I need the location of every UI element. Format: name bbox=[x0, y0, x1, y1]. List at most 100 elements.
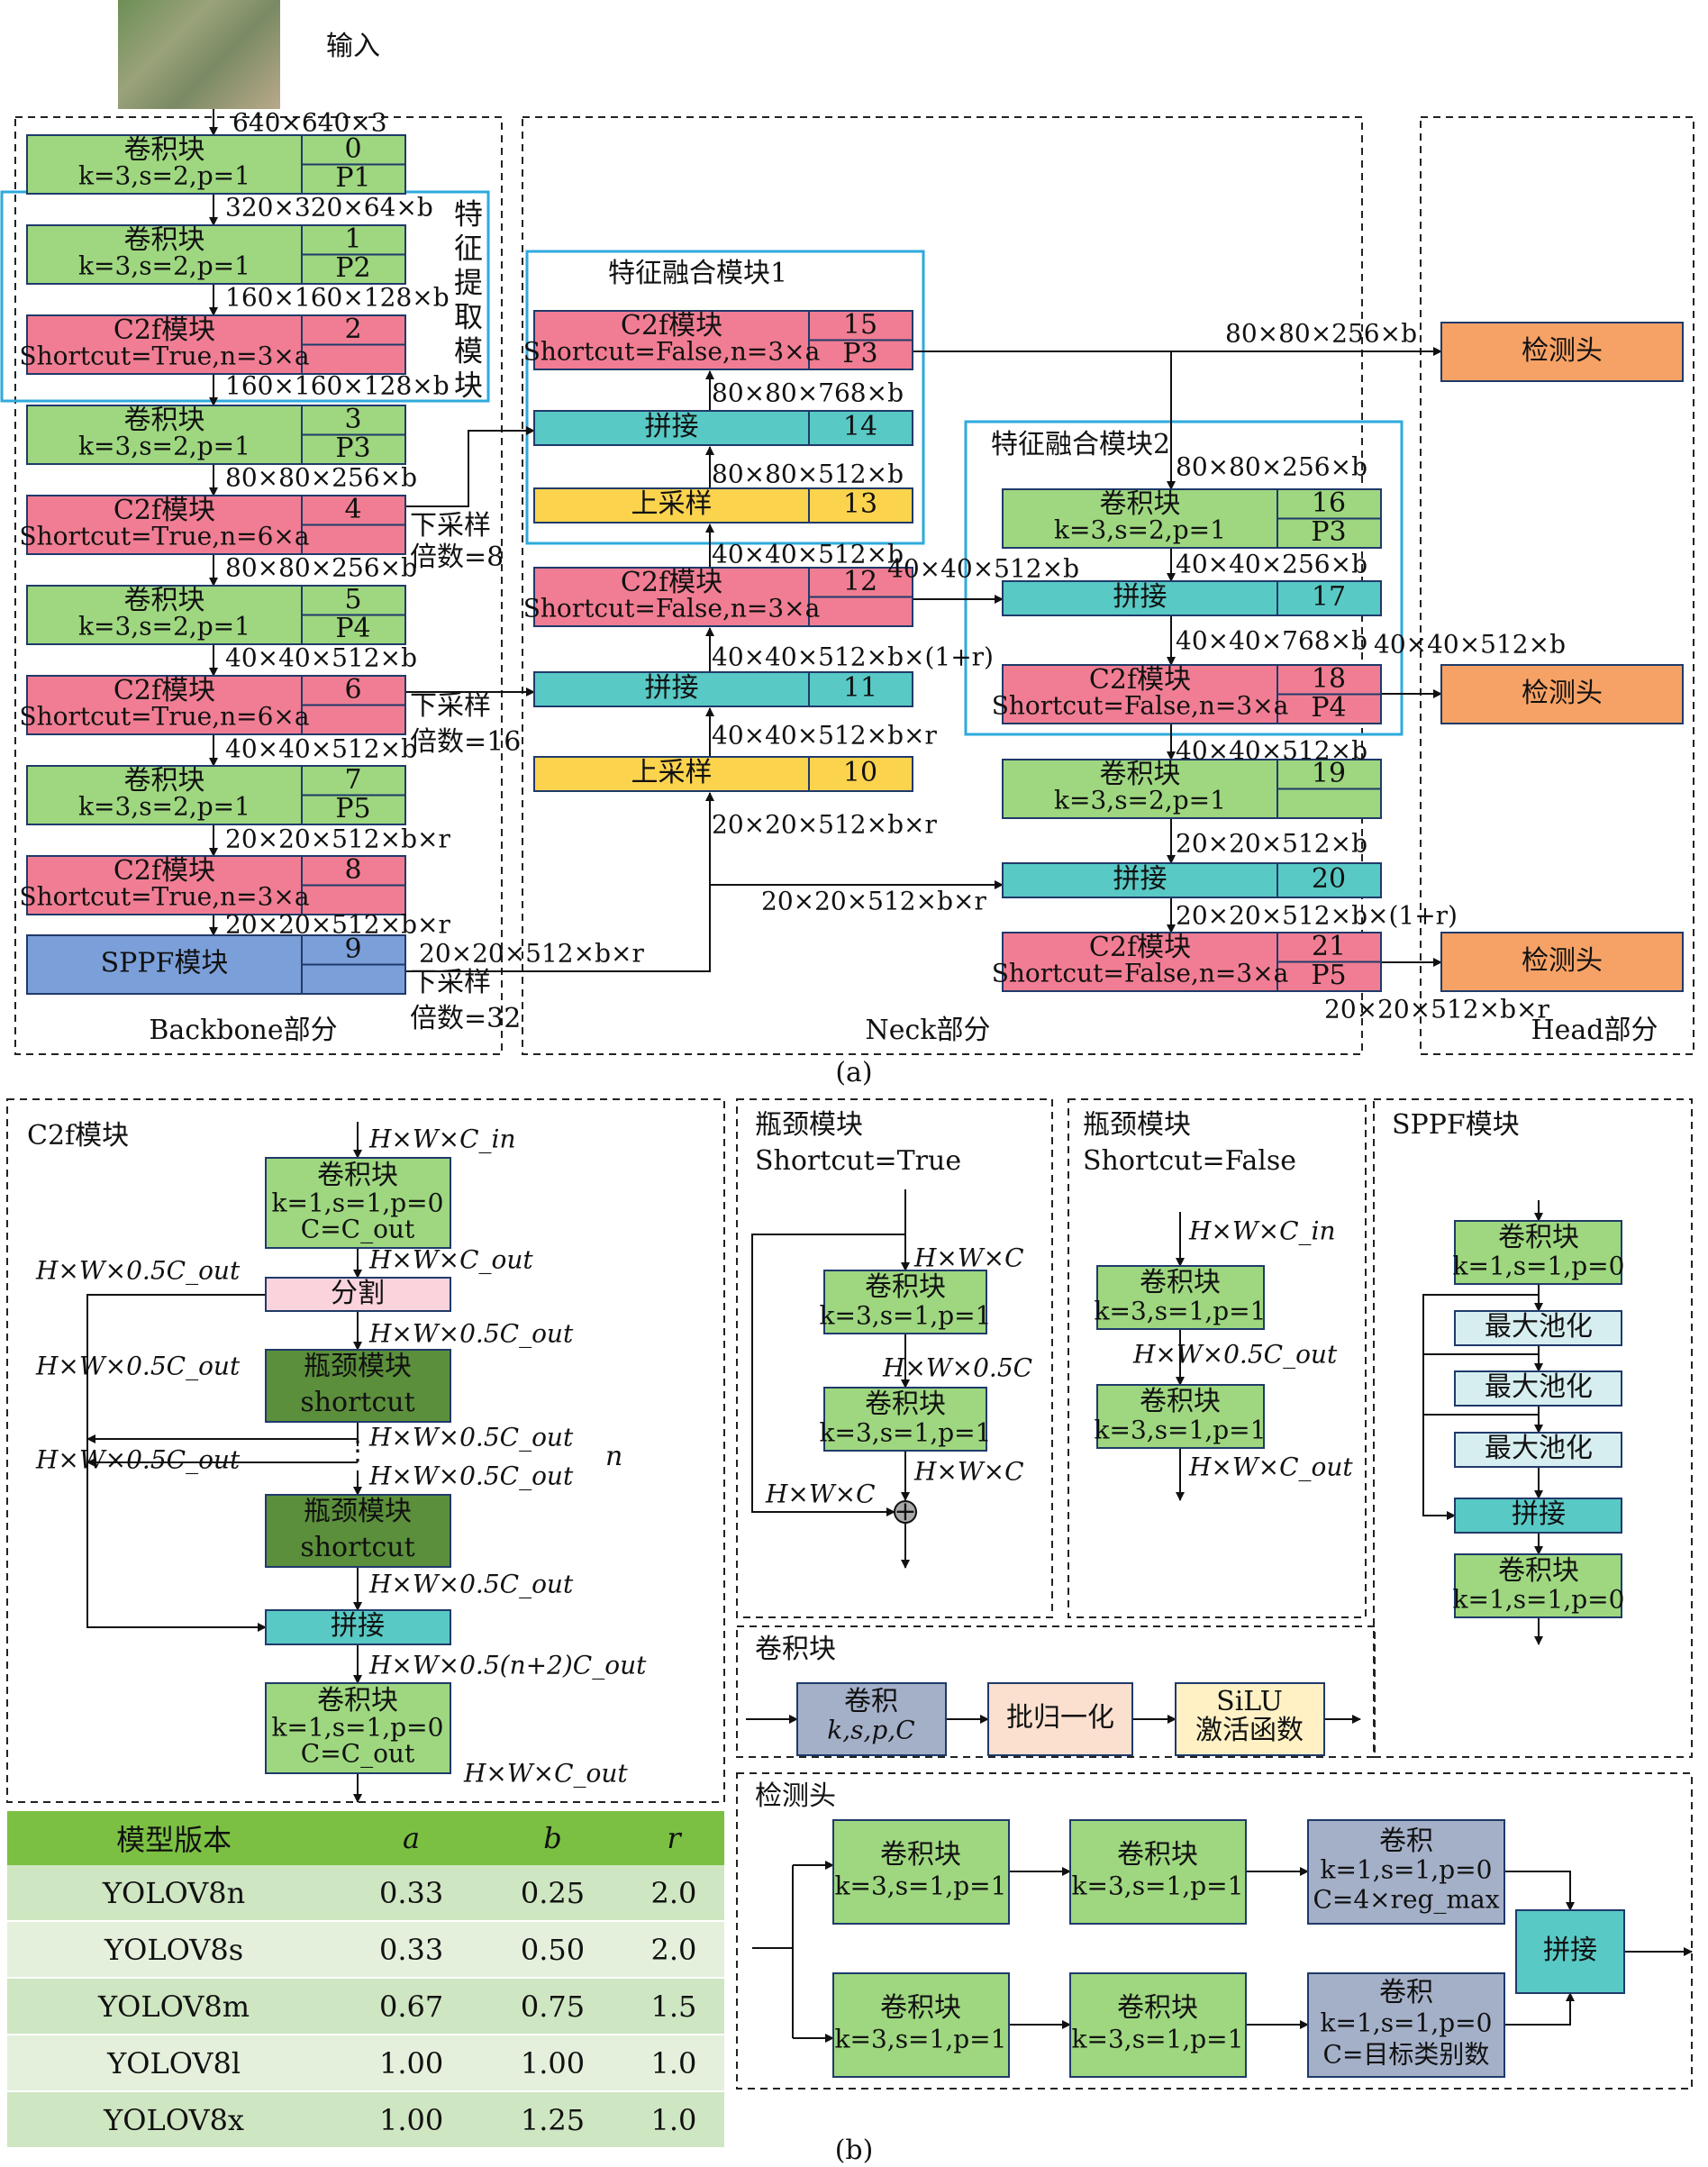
caption-a: (a) bbox=[835, 1057, 872, 1088]
table-header: a bbox=[341, 1811, 483, 1865]
tensor-dim: 80×80×256×b bbox=[1225, 319, 1417, 349]
feature-extraction-label: 模 bbox=[454, 334, 483, 369]
table-cell: 0.33 bbox=[341, 1921, 483, 1979]
tensor-dim: 80×80×768×b bbox=[712, 378, 904, 408]
neck-section-frame bbox=[522, 116, 1363, 1055]
tensor-dim: 40×40×512×b bbox=[225, 734, 417, 764]
c2f-title: C2f模块 bbox=[27, 1120, 129, 1152]
caption-b: (b) bbox=[835, 2135, 874, 2166]
downsample-label: 下采样 bbox=[410, 967, 491, 998]
sppf-panel-frame bbox=[1373, 1098, 1693, 1758]
block-14 bbox=[533, 410, 913, 446]
downsample-label: 倍数=8 bbox=[410, 542, 504, 573]
c2f-split-label: 分割 bbox=[331, 1278, 385, 1309]
table-cell: 1.00 bbox=[482, 2035, 623, 2092]
block-index: 15 bbox=[843, 309, 877, 341]
bt-conv-label: 卷积块 bbox=[865, 1389, 946, 1420]
sppf-maxpool-2 bbox=[1454, 1370, 1622, 1407]
feature-extraction-label: 块 bbox=[454, 369, 483, 403]
dh-conv2 bbox=[1069, 1819, 1247, 1925]
sppf-conv1 bbox=[1454, 1220, 1622, 1285]
block-level: P1 bbox=[335, 162, 370, 194]
dh-final-params: k=1,s=1,p=0 bbox=[1321, 1855, 1493, 1885]
bottleneck-false-panel-frame bbox=[1068, 1098, 1367, 1618]
table-header: b bbox=[482, 1811, 623, 1865]
c2f-bottleneck-label: 瓶颈模块 bbox=[304, 1496, 412, 1527]
tensor-dim: 40×40×512×b bbox=[1374, 630, 1566, 660]
detection-head-box bbox=[1440, 322, 1684, 382]
block-params: Shortcut=True,n=6×a bbox=[19, 522, 309, 551]
block-10 bbox=[533, 756, 913, 792]
block-level: P3 bbox=[1311, 516, 1346, 548]
block-13 bbox=[533, 487, 913, 524]
sppf-maxpool-label: 最大池化 bbox=[1485, 1371, 1593, 1403]
block-level: P5 bbox=[335, 793, 370, 824]
c2f-bottleneck-n bbox=[265, 1494, 451, 1568]
sppf-conv-label: 卷积块 bbox=[1498, 1555, 1579, 1587]
tensor-dim: 40×40×256×b bbox=[1176, 550, 1367, 579]
dh-final-channels: C=4×reg_max bbox=[1313, 1885, 1499, 1915]
block-18 bbox=[1002, 664, 1382, 724]
dh-conv2 bbox=[1069, 1972, 1247, 2078]
skip-arrow bbox=[405, 426, 535, 507]
bt-conv-label: 卷积块 bbox=[865, 1271, 946, 1303]
table-cell: 1.5 bbox=[622, 1978, 724, 2035]
detection-head-label: 检测头 bbox=[1522, 335, 1603, 367]
bf-tensor-label: H×W×C_in bbox=[1188, 1216, 1336, 1246]
block-index: 3 bbox=[344, 404, 361, 435]
table-cell: YOLOV8n bbox=[7, 1865, 341, 1922]
dh-conv-params: k=3,s=1,p=1 bbox=[835, 2025, 1007, 2054]
tensor-dim: 20×20×512×b×r bbox=[1324, 995, 1549, 1024]
detection-head-box bbox=[1440, 932, 1684, 992]
sppf-conv-label: 卷积块 bbox=[1498, 1222, 1579, 1253]
block-index: 0 bbox=[344, 133, 361, 165]
tensor-dim: 160×160×128×b bbox=[225, 283, 450, 313]
dethead-title: 检测头 bbox=[755, 1780, 836, 1812]
add-node bbox=[894, 1500, 917, 1524]
table-cell: 2.0 bbox=[622, 1921, 724, 1979]
dh-conv-params: k=3,s=1,p=1 bbox=[835, 1871, 1007, 1901]
flow-arrow bbox=[405, 792, 714, 972]
sppf-concat bbox=[1454, 1498, 1622, 1534]
bf-subtitle: Shortcut=False bbox=[1083, 1145, 1296, 1177]
bf-conv-params: k=3,s=1,p=1 bbox=[1095, 1416, 1267, 1445]
block-index: 14 bbox=[843, 411, 877, 442]
block-20 bbox=[1002, 862, 1382, 898]
block-3 bbox=[26, 405, 406, 465]
block-index: 2 bbox=[344, 314, 361, 345]
block-index: 11 bbox=[843, 672, 877, 704]
tensor-dim: 40×40×512×b bbox=[712, 540, 904, 569]
block-level: P3 bbox=[842, 338, 877, 369]
c2f-ellipsis: ⋮ bbox=[344, 1435, 371, 1467]
block-title: C2f模块 bbox=[114, 495, 215, 526]
table-cell: 0.25 bbox=[482, 1865, 623, 1922]
block-index: 5 bbox=[344, 584, 361, 615]
block-title: 卷积块 bbox=[124, 134, 205, 166]
table-header: 模型版本 bbox=[7, 1811, 341, 1865]
c2f-tensor-label: H×W×C_out bbox=[368, 1245, 533, 1275]
input-photo bbox=[118, 0, 280, 109]
tensor-dim: 80×80×256×b bbox=[1176, 452, 1367, 482]
block-index: 20 bbox=[1312, 863, 1346, 895]
block-title: SPPF模块 bbox=[101, 948, 229, 979]
c2f-tensor-label: H×W×0.5C_out bbox=[368, 1461, 574, 1491]
block-params: Shortcut=True,n=3×a bbox=[19, 882, 309, 912]
c2f-split bbox=[265, 1277, 451, 1312]
tensor-dim: 20×20×512×b×(1+r) bbox=[1176, 901, 1458, 931]
feature-extraction-label: 取 bbox=[454, 300, 483, 334]
backbone-section-frame bbox=[14, 116, 503, 1055]
tensor-dim: 80×80×512×b bbox=[712, 460, 904, 489]
dh-final-params: k=1,s=1,p=0 bbox=[1321, 2008, 1493, 2038]
block-title: 拼接 bbox=[645, 672, 699, 704]
tensor-dim: 40×40×512×b bbox=[225, 643, 417, 673]
bt-title: 瓶颈模块 bbox=[755, 1109, 863, 1141]
block-level: P2 bbox=[335, 252, 370, 284]
tensor-dim: 20×20×512×b bbox=[1176, 829, 1367, 859]
block-17 bbox=[1002, 580, 1382, 616]
c2f-bottleneck-1 bbox=[265, 1349, 451, 1423]
tensor-dim: 20×20×512×b×r bbox=[225, 824, 450, 854]
tensor-dim: 160×160×128×b bbox=[225, 371, 450, 401]
block-title: 拼接 bbox=[645, 411, 699, 442]
